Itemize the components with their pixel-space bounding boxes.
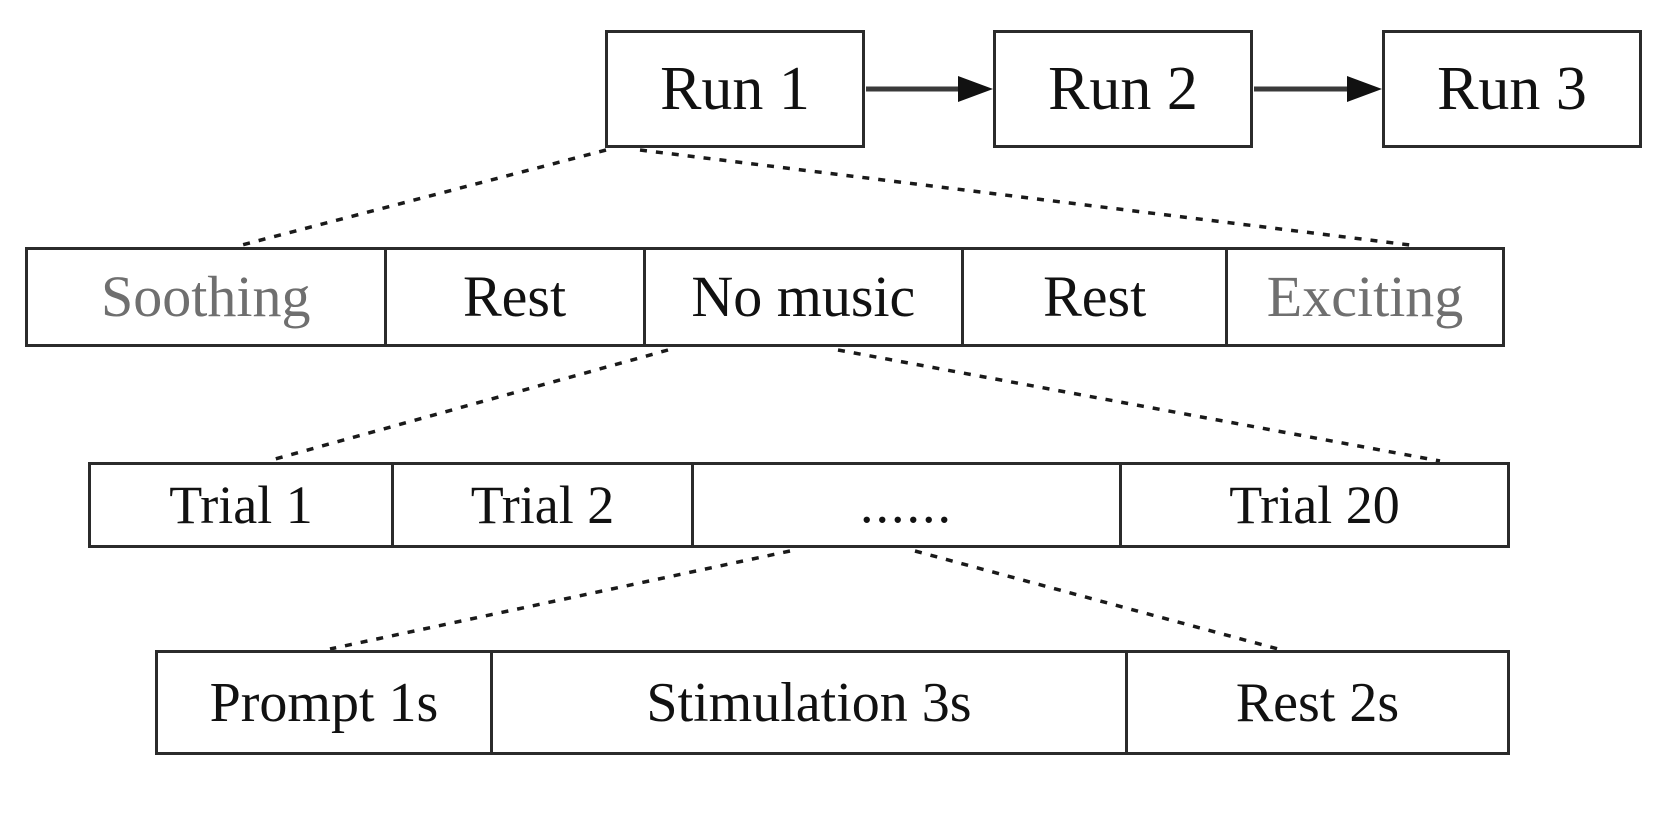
- dotted-fan-run1-to-conditions: [237, 148, 1419, 248]
- timing-cell-prompt[interactable]: Prompt 1s: [158, 653, 493, 752]
- condition-cell-rest-1[interactable]: Rest: [387, 250, 646, 344]
- condition-cell-no-music[interactable]: No music: [646, 250, 965, 344]
- condition-cell-exciting[interactable]: Exciting: [1266, 264, 1464, 329]
- arrow-run1-to-run2: [866, 76, 993, 102]
- arrow-run2-to-run3: [1254, 76, 1382, 102]
- dotted-fan-trials-to-timing: [329, 549, 1279, 651]
- trial-cell-ellipsis: ......: [694, 465, 1122, 545]
- trial-timing-row: Prompt 1s Stimulation 3s Rest 2s: [155, 650, 1510, 755]
- condition-cell-rest-2[interactable]: Rest: [964, 250, 1229, 344]
- condition-cell-soothing[interactable]: Soothing: [28, 250, 387, 344]
- run-box-1[interactable]: Run 1: [605, 30, 865, 148]
- trial-cell-1[interactable]: Trial 1: [91, 465, 394, 545]
- trials-row: Trial 1 Trial 2 ...... Trial 20: [88, 462, 1510, 548]
- trial-cell-20[interactable]: Trial 20: [1229, 475, 1400, 535]
- dotted-fan-nomusic-to-trials: [267, 348, 1441, 463]
- conditions-row: Soothing Rest No music Rest Exciting: [25, 247, 1505, 347]
- run-box-3[interactable]: Run 3: [1382, 30, 1642, 148]
- timing-cell-rest[interactable]: Rest 2s: [1235, 671, 1400, 734]
- run-box-2[interactable]: Run 2: [993, 30, 1253, 148]
- timing-cell-stimulation[interactable]: Stimulation 3s: [493, 653, 1128, 752]
- trial-cell-2[interactable]: Trial 2: [394, 465, 694, 545]
